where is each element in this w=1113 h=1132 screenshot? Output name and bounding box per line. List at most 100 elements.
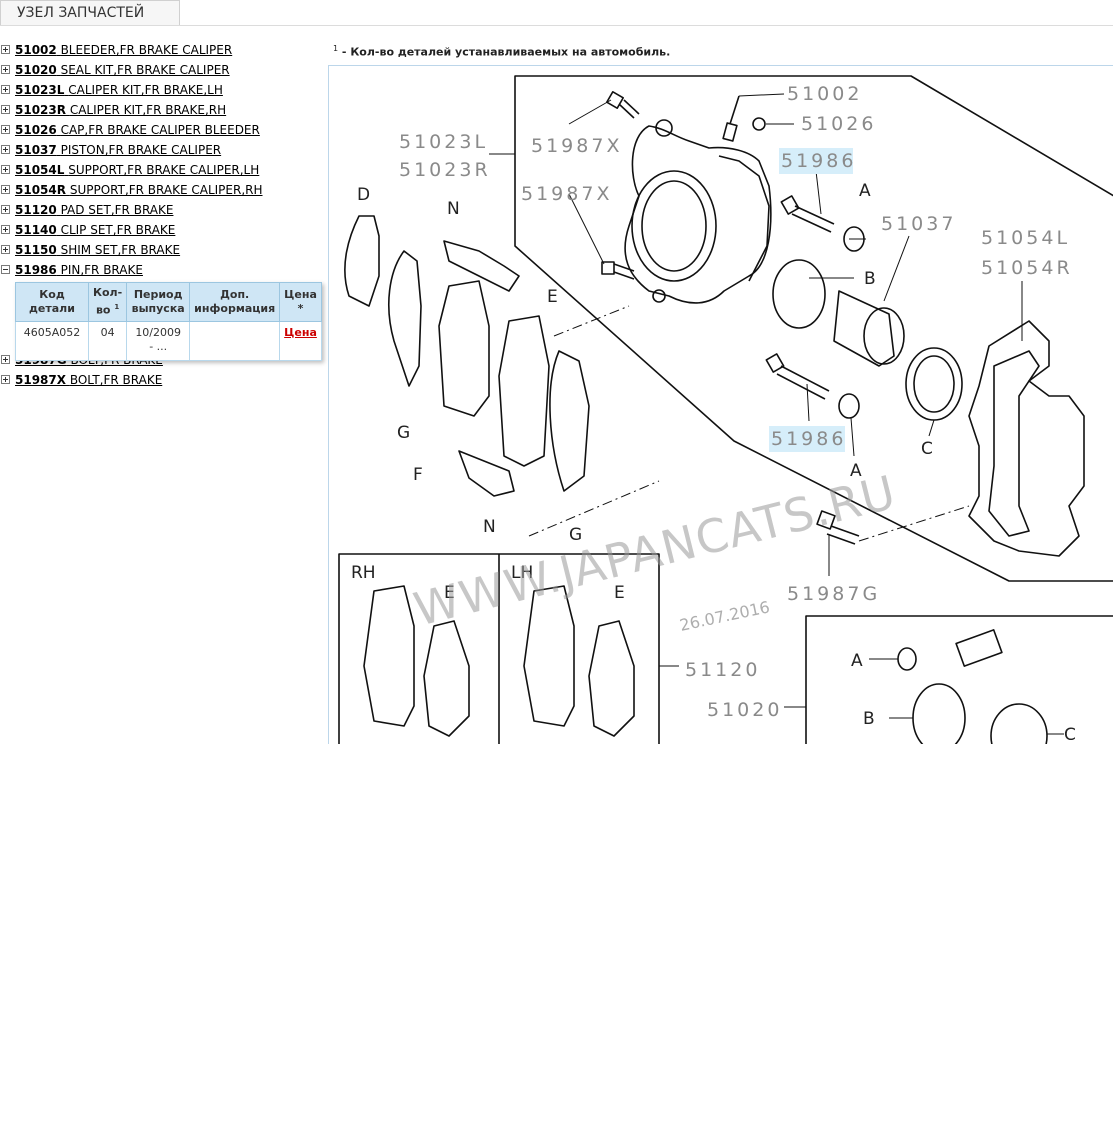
expand-toggle-icon[interactable] (1, 185, 10, 194)
label-d: D (357, 185, 370, 205)
tree-item-51120: 51120 PAD SET,FR BRAKE (0, 202, 320, 222)
pad-rh-e (423, 620, 470, 737)
callout-51986-highlight-lower (769, 426, 845, 452)
header-quantity: Кол- во 1 (87, 282, 128, 322)
bolt-51987g (816, 510, 860, 545)
expand-toggle-icon[interactable] (1, 125, 10, 134)
tree-link-51987x[interactable]: 51987X BOLT,FR BRAKE (15, 372, 162, 388)
tab-bar: УЗЕЛ ЗАПЧАСТЕЙ (0, 0, 1113, 26)
expand-toggle-icon[interactable] (1, 85, 10, 94)
expand-toggle-icon[interactable] (1, 105, 10, 114)
tree-link-51140[interactable]: 51140 CLIP SET,FR BRAKE (15, 222, 175, 238)
pad-e-top (498, 315, 550, 467)
tree-item-51054r: 51054R SUPPORT,FR BRAKE CALIPER,RH (0, 182, 320, 202)
callout-51026[interactable]: 51026 (801, 113, 876, 135)
expand-toggle-icon[interactable] (1, 205, 10, 214)
expand-toggle-icon[interactable] (1, 165, 10, 174)
header-period: Период выпуска (126, 282, 191, 322)
callout-51986-upper[interactable]: 51986 (781, 150, 856, 172)
callout-51037[interactable]: 51037 (881, 213, 956, 235)
label-g-right: G (569, 525, 582, 545)
header-quantity-line2: во (95, 303, 111, 317)
piston-boot-c-inner (913, 355, 955, 413)
tree-item-code: 51037 (15, 143, 57, 157)
label-a-mid: A (850, 461, 862, 481)
tree-item-code: 51140 (15, 223, 57, 237)
callout-51987x-lower[interactable]: 51987X (521, 183, 612, 205)
tree-link-51020[interactable]: 51020 SEAL KIT,FR BRAKE CALIPER (15, 62, 230, 78)
expand-toggle-icon[interactable] (1, 375, 10, 384)
shim-g-left (388, 250, 422, 387)
pin-51986-lower (765, 353, 830, 400)
tree-item-name: CLIP SET,FR BRAKE (60, 223, 176, 237)
header-extra-info-line2: информация (194, 301, 276, 315)
diagram-svg: 51023L 51023R 51987X 51987X 51002 51026 … (338, 75, 1113, 744)
seal-kit-ring-b (912, 683, 966, 744)
caliper-assembly-outline-lower (514, 154, 1113, 582)
expand-toggle-icon[interactable] (1, 355, 10, 364)
callout-51002[interactable]: 51002 (787, 83, 862, 105)
callout-51120[interactable]: 51120 (685, 659, 760, 681)
label-c-kit: C (1064, 725, 1076, 744)
expand-toggle-icon[interactable] (1, 245, 10, 254)
tree-link-51150[interactable]: 51150 SHIM SET,FR BRAKE (15, 242, 180, 258)
price-link[interactable]: Цена (284, 325, 317, 339)
tree-link-51026[interactable]: 51026 CAP,FR BRAKE CALIPER BLEEDER (15, 122, 260, 138)
tree-item-51037: 51037 PISTON,FR BRAKE CALIPER (0, 142, 320, 162)
tree-item-name: BLEEDER,FR BRAKE CALIPER (60, 43, 233, 57)
shim-d (344, 215, 380, 307)
label-b-kit: B (863, 709, 875, 729)
expand-toggle-icon[interactable] (1, 225, 10, 234)
expand-toggle-icon[interactable] (1, 65, 10, 74)
part-details-table: Код детали Кол- во 1 Период выпуска Доп.… (15, 282, 322, 361)
header-price-line1: Цена (284, 287, 317, 301)
expand-toggle-icon[interactable] (1, 45, 10, 54)
cell-period: 10/2009 - ... (126, 320, 191, 361)
tree-item-code: 51054R (15, 183, 66, 197)
label-a-kit: A (851, 651, 863, 671)
pad-rh (363, 585, 415, 727)
tree-item-51054l: 51054L SUPPORT,FR BRAKE CALIPER,LH (0, 162, 320, 182)
footnote-marker: 1 (333, 44, 339, 53)
callout-51987x-upper[interactable]: 51987X (531, 135, 622, 157)
header-part-code-line2: детали (29, 301, 75, 315)
header-price: Цена * (279, 282, 322, 322)
label-c-mid: C (921, 439, 933, 459)
label-f: F (413, 465, 423, 485)
tree-link-51037[interactable]: 51037 PISTON,FR BRAKE CALIPER (15, 142, 221, 158)
watermark-date: 26.07.2016 (678, 597, 772, 635)
bleeder-51002 (722, 95, 740, 142)
footnote-text: - Кол-во деталей устанавливаемых на авто… (338, 45, 671, 59)
tree-link-51023r[interactable]: 51023R CALIPER KIT,FR BRAKE,RH (15, 102, 226, 118)
table-row: 4605A052 04 10/2009 - ... Цена (15, 320, 322, 361)
header-period-line1: Период (133, 287, 183, 301)
tree-item-code: 51023R (15, 103, 66, 117)
cell-period-from: 10/2009 (135, 325, 182, 339)
callout-51023l[interactable]: 51023L (399, 131, 488, 153)
collapse-toggle-icon[interactable] (1, 265, 10, 274)
callout-51020[interactable]: 51020 (707, 699, 782, 721)
tree-item-51023l: 51023L CALIPER KIT,FR BRAKE,LH (0, 82, 320, 102)
pad-left (438, 280, 490, 417)
tree-item-name: SUPPORT,FR BRAKE CALIPER,LH (68, 163, 260, 177)
tree-link-51054l[interactable]: 51054L SUPPORT,FR BRAKE CALIPER,LH (15, 162, 259, 178)
tree-item-51986: 51986 PIN,FR BRAKE (0, 262, 320, 352)
cell-price: Цена (279, 320, 322, 361)
callout-51054l[interactable]: 51054L (981, 227, 1070, 249)
tree-link-51120[interactable]: 51120 PAD SET,FR BRAKE (15, 202, 173, 218)
callout-51054r[interactable]: 51054R (981, 257, 1073, 279)
callout-51986-lower[interactable]: 51986 (771, 428, 846, 450)
tree-link-51986[interactable]: 51986 PIN,FR BRAKE (15, 262, 143, 278)
tree-link-51002[interactable]: 51002 BLEEDER,FR BRAKE CALIPER (15, 42, 232, 58)
boot-a-lower (838, 393, 860, 419)
tree-item-name: SHIM SET,FR BRAKE (60, 243, 181, 257)
callout-51023r[interactable]: 51023R (399, 159, 491, 181)
tree-link-51054r[interactable]: 51054R SUPPORT,FR BRAKE CALIPER,RH (15, 182, 263, 198)
tab-parts-unit[interactable]: УЗЕЛ ЗАПЧАСТЕЙ (0, 0, 180, 25)
header-quantity-sup: 1 (114, 303, 120, 311)
callout-51987g[interactable]: 51987G (787, 583, 880, 605)
expand-toggle-icon[interactable] (1, 145, 10, 154)
tree-link-51023l[interactable]: 51023L CALIPER KIT,FR BRAKE,LH (15, 82, 223, 98)
header-part-code-line1: Код (39, 287, 65, 301)
tree-item-51026: 51026 CAP,FR BRAKE CALIPER BLEEDER (0, 122, 320, 142)
